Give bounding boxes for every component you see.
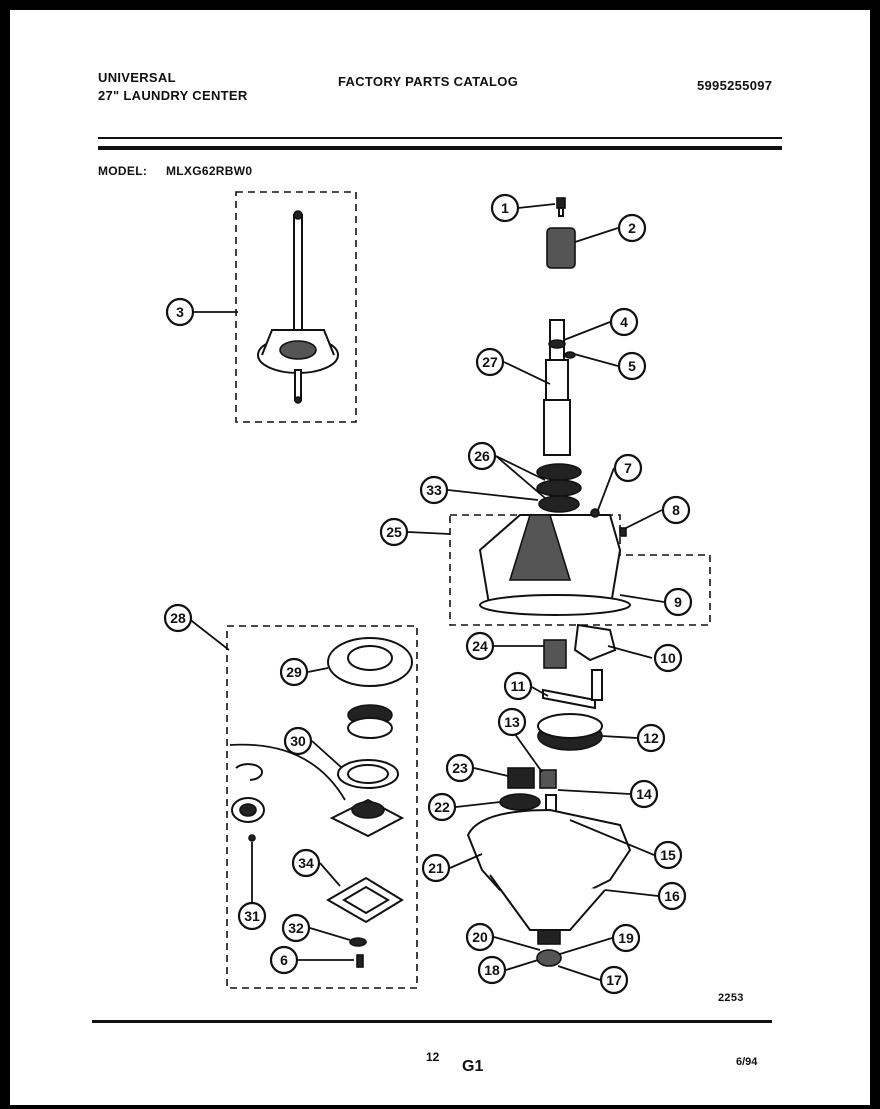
gearcase-cover (478, 508, 631, 616)
callout-5: 5 (617, 351, 647, 381)
svg-text:33: 33 (426, 482, 442, 498)
callout-27: 27 (475, 347, 505, 377)
svg-text:15: 15 (660, 847, 676, 863)
svg-text:27: 27 (482, 354, 498, 370)
svg-text:25: 25 (386, 524, 402, 540)
callout-29: 29 (279, 657, 309, 687)
callout-10: 10 (653, 643, 683, 673)
callout-22: 22 (427, 792, 457, 822)
callout-12: 12 (636, 723, 666, 753)
section-label: G1 (462, 1058, 484, 1075)
catalog-number: 5995255097 (697, 78, 773, 93)
assembly-25-box (449, 514, 711, 626)
model-value: MLXG62RBW0 (166, 164, 253, 178)
callout-16: 16 (657, 881, 687, 911)
callout-20: 20 (465, 922, 495, 952)
svg-text:26: 26 (474, 448, 490, 464)
svg-text:7: 7 (624, 460, 632, 476)
callout-31: 31 (237, 901, 267, 931)
callout-2: 2 (617, 213, 647, 243)
svg-text:24: 24 (472, 638, 488, 654)
svg-text:12: 12 (643, 730, 659, 746)
svg-text:23: 23 (452, 760, 468, 776)
svg-text:22: 22 (434, 799, 450, 815)
drawing-number: 2253 (718, 992, 744, 1004)
brand-label: UNIVERSAL (98, 70, 176, 85)
leader-lines (187, 203, 665, 981)
svg-text:14: 14 (636, 786, 652, 802)
callout-6: 6 (269, 945, 299, 975)
svg-text:2: 2 (628, 220, 636, 236)
callout-11: 11 (503, 671, 533, 701)
svg-text:19: 19 (618, 930, 634, 946)
callout-26: 26 (467, 441, 497, 471)
svg-text:30: 30 (290, 733, 306, 749)
callout-9: 9 (663, 587, 693, 617)
svg-text:1: 1 (501, 200, 509, 216)
callout-1: 1 (490, 193, 520, 223)
callout-24: 24 (465, 631, 495, 661)
product-label: 27" LAUNDRY CENTER (98, 88, 248, 103)
catalog-title: FACTORY PARTS CATALOG (338, 74, 519, 89)
seal-bearing-assembly (229, 637, 413, 968)
callout-7: 7 (613, 453, 643, 483)
callout-19: 19 (611, 923, 641, 953)
header-rule-thin (98, 137, 782, 139)
svg-text:29: 29 (286, 664, 302, 680)
svg-text:6: 6 (280, 952, 288, 968)
svg-text:5: 5 (628, 358, 636, 374)
svg-text:10: 10 (660, 650, 676, 666)
catalog-page: UNIVERSAL 27" LAUNDRY CENTER FACTORY PAR… (10, 10, 870, 1105)
assembly-3-box (235, 191, 357, 423)
callout-14: 14 (629, 779, 659, 809)
svg-text:34: 34 (298, 855, 314, 871)
callout-15: 15 (653, 840, 683, 870)
svg-text:18: 18 (484, 962, 500, 978)
model-label: MODEL: (98, 164, 148, 178)
svg-text:8: 8 (672, 502, 680, 518)
callout-13: 13 (497, 707, 527, 737)
svg-text:3: 3 (176, 304, 184, 320)
svg-text:21: 21 (428, 860, 444, 876)
svg-text:11: 11 (511, 678, 526, 694)
svg-text:32: 32 (288, 920, 304, 936)
svg-text:16: 16 (664, 888, 680, 904)
callout-21: 21 (421, 853, 451, 883)
callout-32: 32 (281, 913, 311, 943)
callout-8: 8 (661, 495, 691, 525)
callout-28: 28 (163, 603, 193, 633)
svg-text:13: 13 (504, 714, 520, 730)
svg-text:31: 31 (244, 908, 260, 924)
callout-34: 34 (291, 848, 321, 878)
callout-25: 25 (379, 517, 409, 547)
svg-text:17: 17 (606, 972, 622, 988)
callouts: 1 2 3 4 5 27 26 7 33 8 25 9 24 10 11 12 … (163, 193, 693, 995)
page-number: 12 (426, 1050, 440, 1064)
callout-17: 17 (599, 965, 629, 995)
gearbox-parts (466, 623, 632, 967)
callout-33: 33 (419, 475, 449, 505)
callout-3: 3 (165, 297, 195, 327)
callout-30: 30 (283, 726, 313, 756)
agitator-shaft-assembly (257, 210, 339, 404)
exploded-parts-diagram: 1 2 3 4 5 27 26 7 33 8 25 9 24 10 11 12 … (163, 191, 711, 995)
svg-text:9: 9 (674, 594, 682, 610)
upper-shaft-parts (536, 197, 582, 513)
svg-text:4: 4 (620, 314, 628, 330)
svg-text:20: 20 (472, 929, 488, 945)
callout-23: 23 (445, 753, 475, 783)
header-rule-thick (98, 146, 782, 150)
footer-rule (92, 1020, 772, 1023)
callout-4: 4 (609, 307, 639, 337)
date-label: 6/94 (736, 1056, 758, 1068)
svg-text:28: 28 (170, 610, 186, 626)
callout-18: 18 (477, 955, 507, 985)
